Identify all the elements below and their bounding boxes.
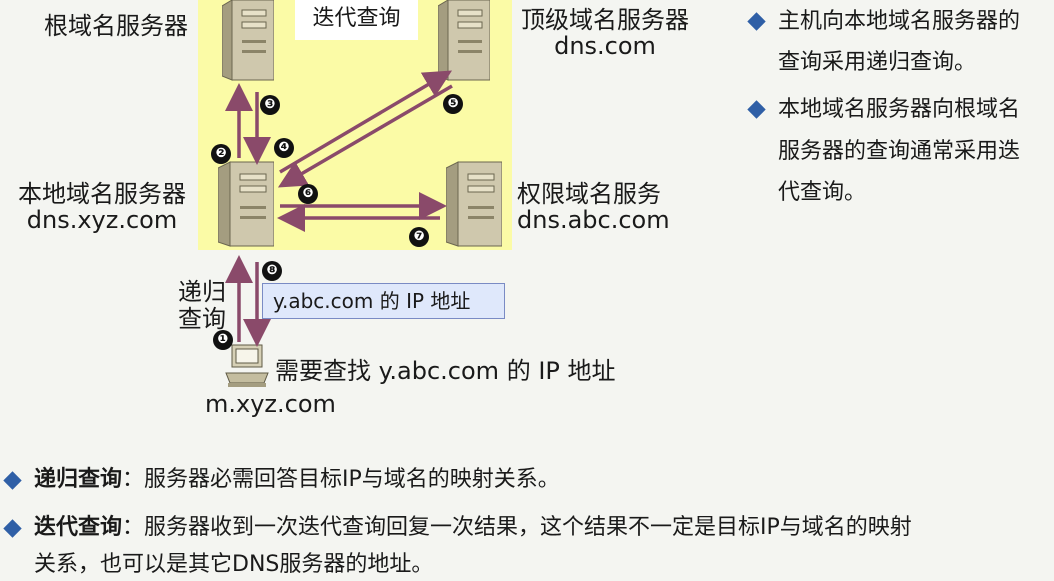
host-domain: m.xyz.com bbox=[205, 390, 336, 418]
local-server-label: 本地域名服务器 bbox=[18, 180, 186, 208]
tld-server-domain: dns.com bbox=[554, 32, 656, 60]
step-badge-2: ❷ bbox=[211, 144, 231, 164]
arrow-step-5 bbox=[277, 84, 453, 188]
auth-server-domain: dns.abc.com bbox=[517, 206, 670, 234]
note2-line3: 代查询。 bbox=[778, 180, 867, 205]
step-badge-3: ❸ bbox=[260, 95, 280, 115]
host-computer-icon bbox=[225, 344, 269, 387]
note1-line1: 主机向本地域名服务器的 bbox=[778, 9, 1021, 34]
recursive-term: 递归查询 bbox=[34, 467, 123, 492]
tld-server-label: 顶级域名服务器 bbox=[521, 6, 689, 34]
step-badge-7: ❼ bbox=[409, 227, 429, 247]
note2-line1: 本地域名服务器向根域名 bbox=[778, 97, 1021, 122]
root-server-icon bbox=[222, 0, 274, 81]
iterative-definition-line2: 关系，也可以是其它DNS服务器的地址。 bbox=[34, 552, 434, 577]
recursive-label-2: 查询 bbox=[178, 305, 226, 333]
iterative-definition: 迭代查询：服务器收到一次迭代查询回复一次结果，这个结果不一定是目标IP与域名的映… bbox=[34, 512, 912, 544]
recursive-definition: 递归查询：服务器必需回答目标IP与域名的映射关系。 bbox=[34, 464, 560, 496]
auth-server-icon bbox=[446, 161, 502, 247]
iterative-desc: ：服务器收到一次迭代查询回复一次结果，这个结果不一定是目标IP与域名的映射 bbox=[122, 515, 912, 540]
recursive-desc: ：服务器必需回答目标IP与域名的映射关系。 bbox=[122, 467, 560, 492]
step-badge-1: ❶ bbox=[213, 330, 233, 350]
local-server-domain: dns.xyz.com bbox=[26, 206, 178, 234]
recursive-label-1: 递归 bbox=[178, 278, 226, 306]
host-query-text: 需要查找 y.abc.com 的 IP 地址 bbox=[275, 357, 616, 385]
root-server-label: 根域名服务器 bbox=[44, 12, 188, 40]
arrow-step-4 bbox=[279, 70, 453, 174]
auth-server-label: 权限域名服务 bbox=[517, 180, 661, 208]
note2-line2: 服务器的查询通常采用迭 bbox=[778, 139, 1021, 164]
reply-ip-text: y.abc.com 的 IP 地址 bbox=[273, 289, 471, 313]
step-badge-5: ❺ bbox=[443, 94, 463, 114]
reply-ip-box: y.abc.com 的 IP 地址 bbox=[262, 283, 505, 319]
iterative-title-box: 迭代查询 bbox=[295, 0, 418, 40]
iterative-title: 迭代查询 bbox=[312, 6, 401, 31]
iterative-term: 迭代查询 bbox=[34, 515, 123, 540]
step-badge-8: ❽ bbox=[262, 261, 282, 281]
step-badge-6: ❻ bbox=[298, 184, 318, 204]
local-server-icon bbox=[218, 161, 274, 247]
step-badge-4: ❹ bbox=[274, 138, 294, 158]
note1-line2: 查询采用递归查询。 bbox=[778, 50, 977, 75]
